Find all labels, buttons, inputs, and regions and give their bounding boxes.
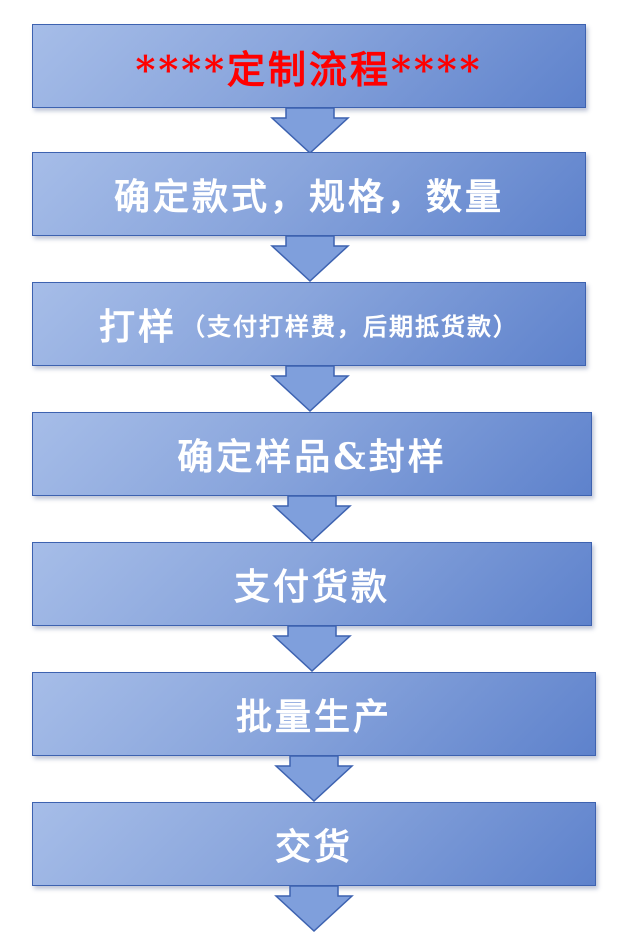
down-arrow-icon [274,886,354,932]
step-label: 确定样品&封样 [177,436,447,478]
step-label: 确定款式，规格，数量 [113,176,504,218]
flow-step-6: 交货 [32,802,596,886]
flow-title-box: ****定制流程**** [32,24,586,108]
flow-title: ****定制流程**** [135,46,483,92]
down-arrow-icon [270,108,350,154]
down-arrow-icon [272,626,352,672]
down-arrow-icon [270,366,350,412]
step-label: 打样 [98,306,177,348]
flow-step-1: 确定款式，规格，数量 [32,152,586,236]
flow-step-3: 确定样品&封样 [32,412,592,496]
flow-step-4: 支付货款 [32,542,592,626]
flow-step-5: 批量生产 [32,672,596,756]
flow-step-2: 打样 （支付打样费，后期抵货款） [32,282,586,366]
step-note: （支付打样费，后期抵货款） [181,311,519,341]
step-label: 支付货款 [233,566,390,608]
step-label: 批量生产 [235,696,392,738]
down-arrow-icon [274,756,354,802]
down-arrow-icon [272,496,352,542]
step-label: 交货 [274,826,353,868]
down-arrow-icon [270,236,350,282]
